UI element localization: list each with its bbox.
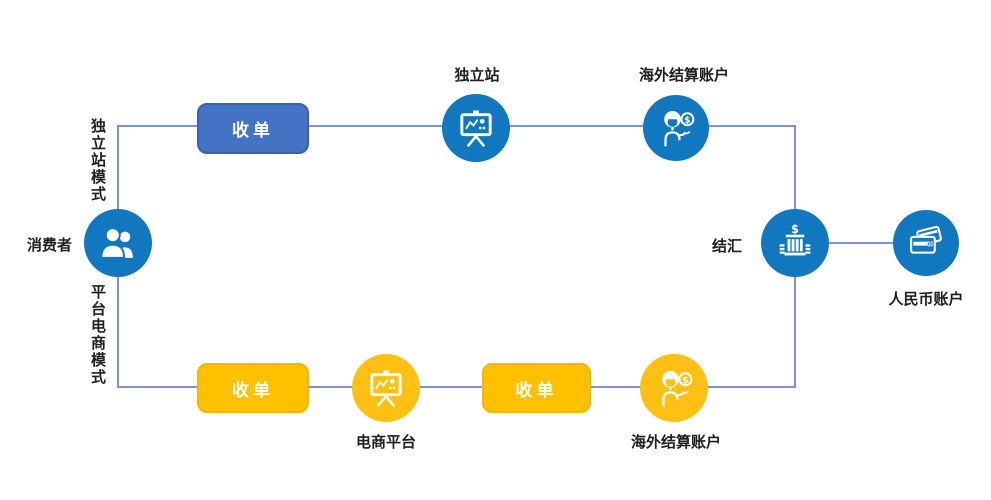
presentation-chart-icon [460,110,492,148]
presentation-chart-icon [370,370,402,408]
bank-dollar-icon: $ [779,222,811,256]
acquiring-bottom-1-label: 收单 [232,380,274,400]
acquiring-bottom-2-label: 收单 [515,380,558,400]
settle-label: 结汇 [712,238,743,255]
svg-text:$: $ [791,222,799,236]
svg-text:$: $ [684,115,690,126]
agent-dollar-coin-icon: $ [664,110,695,147]
overseas-account-bottom-label: 海外结算账户 [630,434,721,451]
independent-site-node [442,94,510,162]
consumer-node [84,209,152,277]
independent-site-label: 独立站 [454,67,500,84]
ecommerce-platform-label: 电商平台 [355,434,416,451]
overseas-account-top-node: $ [643,95,709,161]
overseas-account-bottom-node: $ [640,354,708,422]
rmb-account-node [893,210,959,276]
overseas-account-top-label: 海外结算账户 [638,67,729,84]
acquiring-top-label: 收单 [232,121,274,140]
agent-dollar-coin-icon: $ [662,370,693,407]
rmb-account-label: 人民币账户 [888,291,964,308]
connector-bottom [118,386,795,388]
two-people-icon [100,227,133,259]
acquiring-bottom-button-2: 收单 [482,363,591,413]
acquiring-top-button: 收单 [197,103,309,154]
platform-mode-label: 平台电商模式 [89,284,106,386]
acquiring-bottom-button-1: 收单 [197,363,309,413]
svg-text:$: $ [682,375,688,386]
credit-cards-icon [910,225,942,254]
consumer-label: 消费者 [27,237,73,254]
independent-mode-label: 独立站模式 [89,118,106,203]
ecommerce-platform-node [352,354,420,422]
connector-settle-to-rmb [795,242,926,244]
settlement-bank-node: $ [761,209,829,277]
